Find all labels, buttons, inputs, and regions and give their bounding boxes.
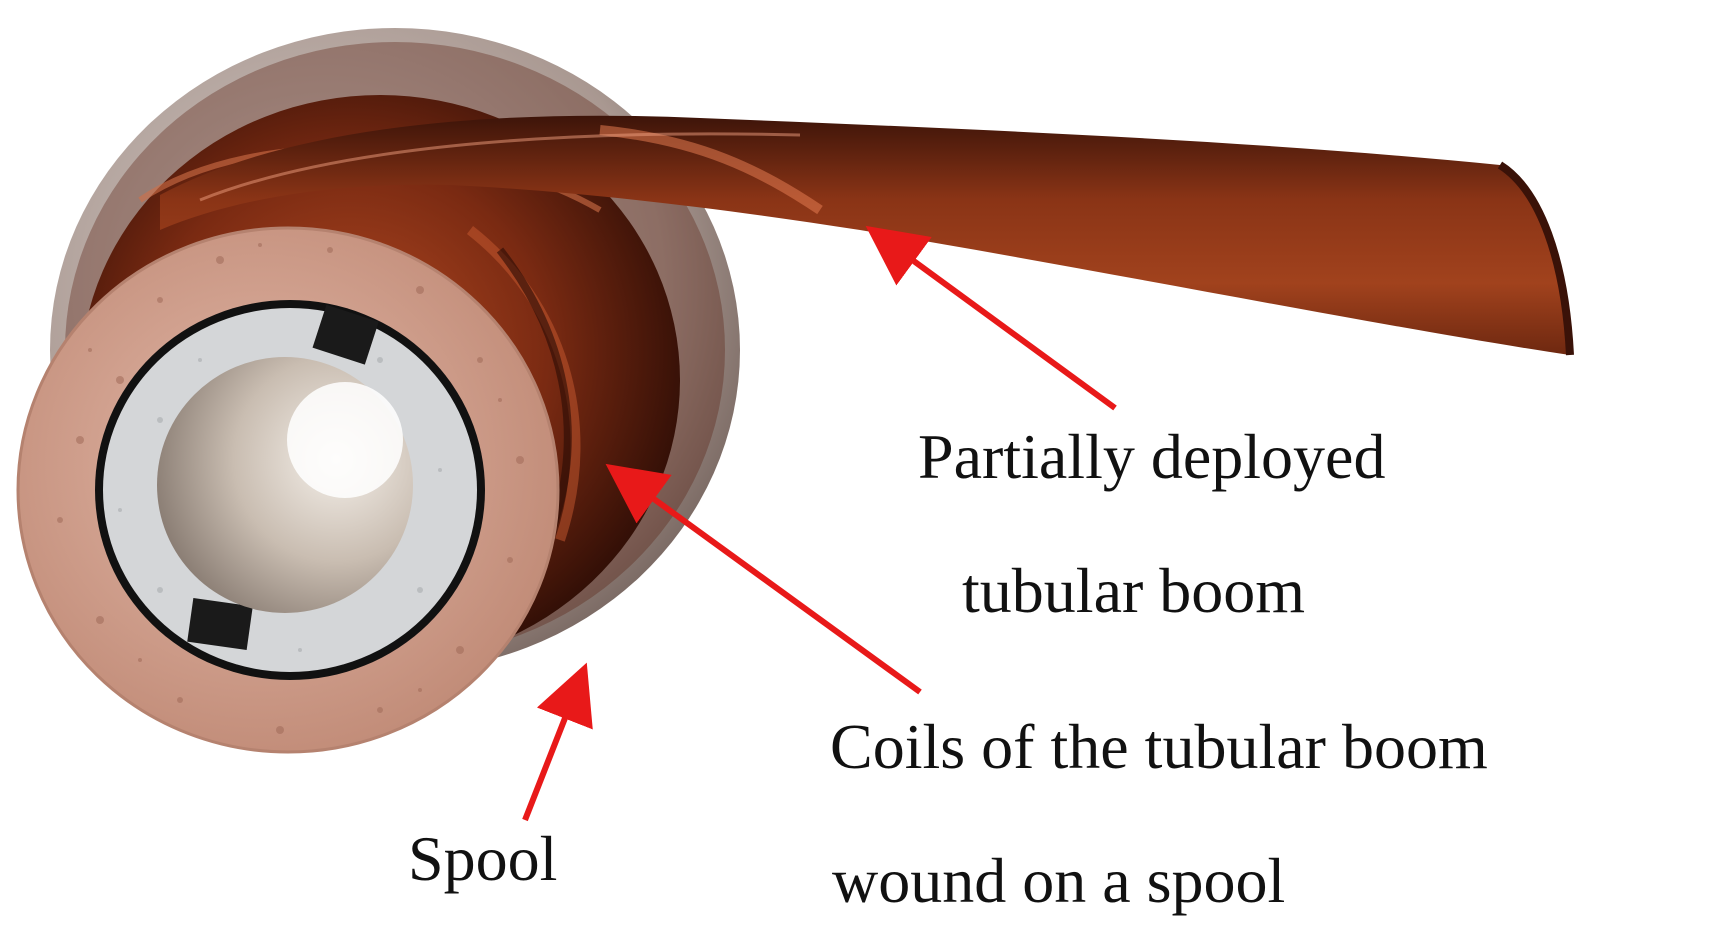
arrow-to-spool <box>522 662 593 822</box>
label-coils-line2: wound on a spool <box>832 845 1285 916</box>
label-boom-line1: Partially deployed <box>918 421 1385 492</box>
key-notch-top <box>312 304 379 365</box>
label-coils-line1: Coils of the tubular boom <box>830 711 1488 782</box>
deployed-boom <box>160 115 1574 356</box>
key-notch-bottom <box>187 598 253 650</box>
arrow-to-coils <box>605 463 922 695</box>
arrow-to-boom <box>865 225 1117 411</box>
label-spool: Spool <box>408 823 557 894</box>
label-boom-line2: tubular boom <box>962 555 1305 626</box>
arrows <box>522 225 1117 822</box>
spool-bore <box>157 357 413 613</box>
